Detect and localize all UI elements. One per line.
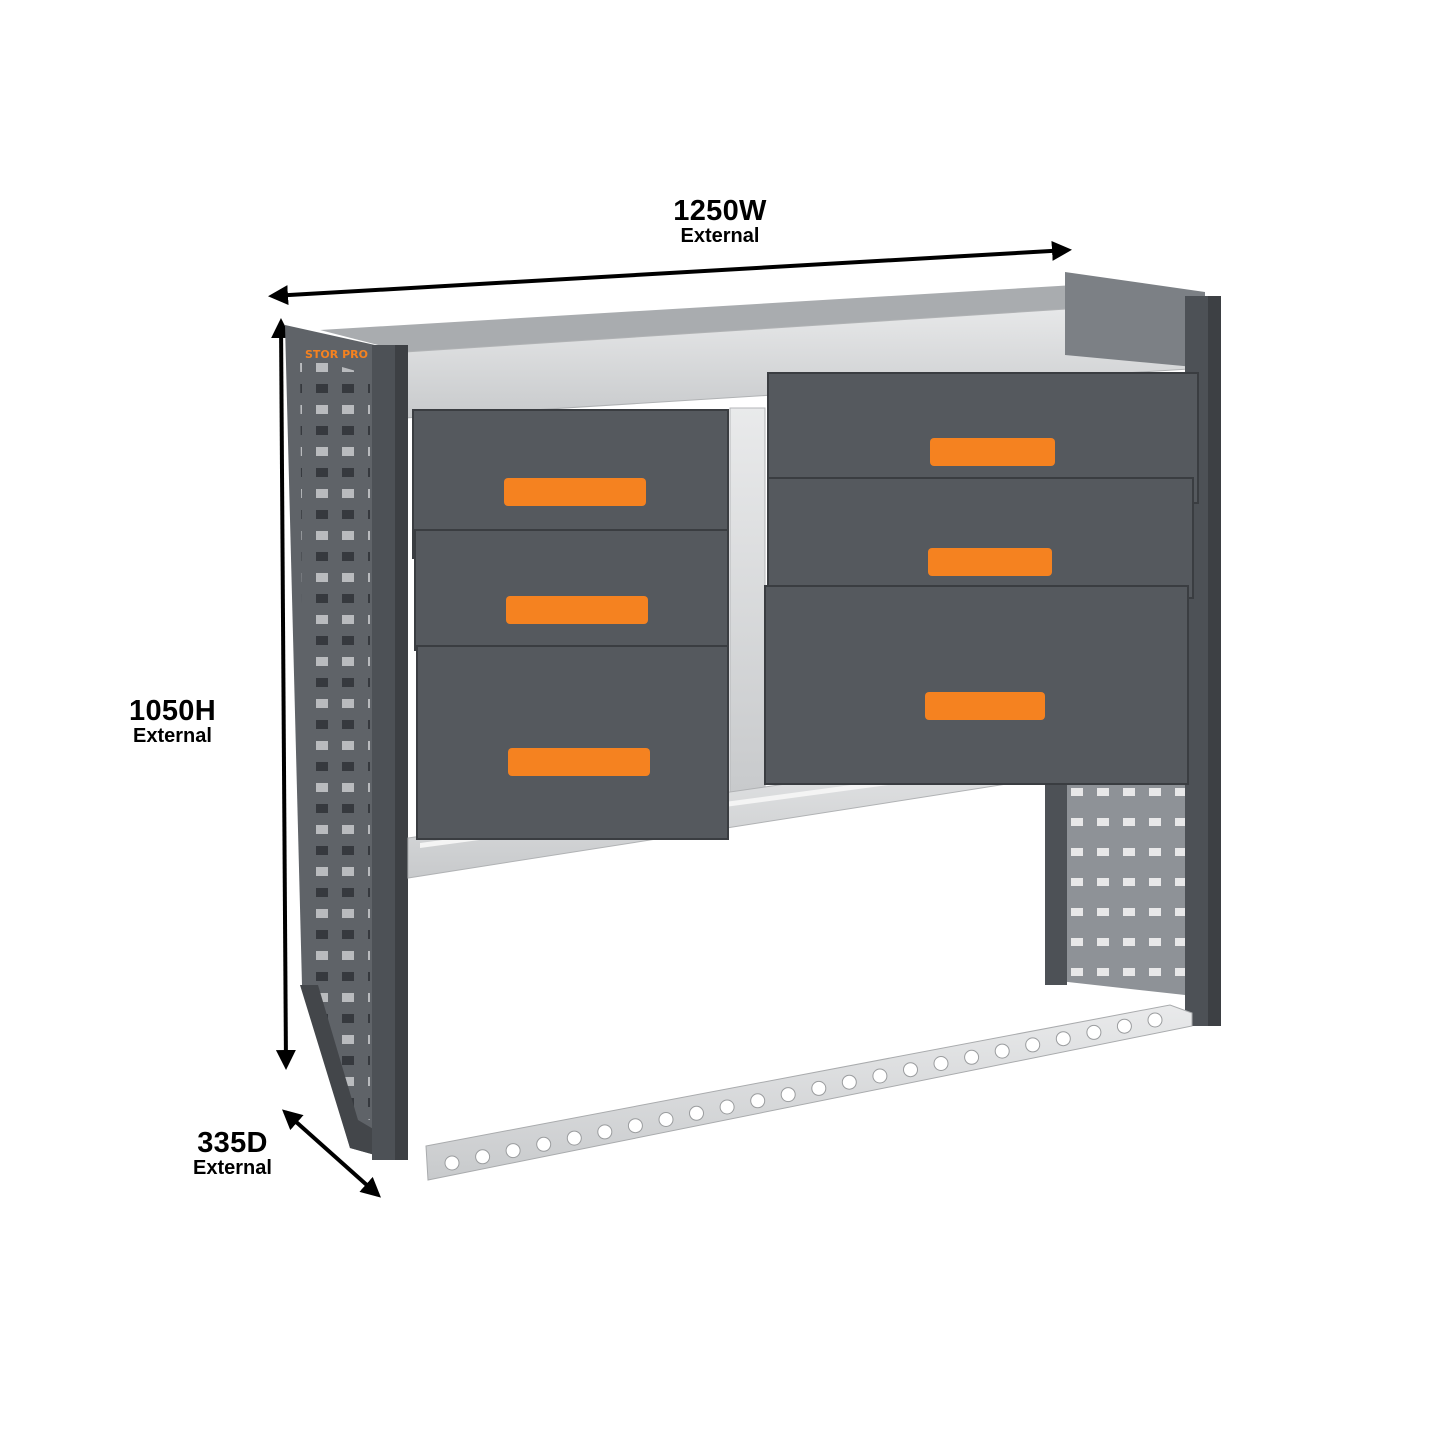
rail-hole <box>1086 1024 1102 1040</box>
rail-hole <box>841 1074 857 1090</box>
height-dimension-label: 1050H External <box>100 696 245 747</box>
left-side-panel: STOR PRO <box>285 325 375 1155</box>
left-upright <box>372 345 408 1160</box>
top-tray <box>320 272 1206 419</box>
rail-hole <box>903 1062 918 1078</box>
rail-holes <box>444 1012 1163 1171</box>
rail-hole <box>444 1155 460 1171</box>
drawer-handle[interactable] <box>506 596 648 624</box>
drawer-right-2[interactable] <box>767 477 1194 599</box>
drawer-left-2[interactable] <box>414 529 729 651</box>
drawer-handle[interactable] <box>930 438 1055 466</box>
brand-logo: STOR PRO <box>305 348 368 361</box>
rail-hole <box>994 1043 1010 1059</box>
rail-hole <box>872 1068 888 1084</box>
rail-hole <box>505 1143 521 1159</box>
rail-hole <box>964 1049 980 1065</box>
rail-hole <box>566 1130 582 1146</box>
rail-hole <box>1055 1031 1071 1047</box>
rail-hole <box>750 1093 766 1109</box>
rail-hole <box>536 1136 552 1152</box>
width-arrow <box>268 240 1072 306</box>
drawer-left-3[interactable] <box>416 645 729 840</box>
dimension-arrows <box>268 240 1072 1198</box>
height-arrow <box>271 318 296 1070</box>
depth-arrow <box>282 1109 381 1198</box>
right-side-panel <box>1045 752 1185 995</box>
drawer-handle[interactable] <box>508 748 650 776</box>
drawer-handle[interactable] <box>928 548 1052 576</box>
depth-caption: External <box>193 1157 272 1180</box>
drawer-handle[interactable] <box>925 692 1045 720</box>
left-drawer-stack <box>412 409 729 840</box>
rail-hole <box>719 1099 735 1115</box>
rail-hole <box>627 1118 643 1134</box>
height-caption: External <box>133 725 212 748</box>
rail-hole <box>1147 1012 1163 1028</box>
rail-hole <box>597 1124 613 1140</box>
rail-hole <box>811 1080 827 1096</box>
rail-hole <box>658 1112 674 1127</box>
width-value: 1250W <box>673 195 767 227</box>
rail-hole <box>1025 1037 1041 1053</box>
drawer-handle[interactable] <box>504 478 646 506</box>
rail-hole <box>1116 1018 1132 1034</box>
right-drawer-stack <box>764 372 1199 785</box>
depth-dimension-label: 335D External <box>160 1128 305 1179</box>
center-divider <box>729 407 766 794</box>
depth-value: 335D <box>197 1127 268 1159</box>
height-value: 1050H <box>129 695 216 727</box>
bottom-rail <box>425 1004 1193 1181</box>
rail-hole <box>689 1105 704 1121</box>
drawer-right-3[interactable] <box>764 585 1189 785</box>
rail-hole <box>780 1087 796 1103</box>
rail-hole <box>933 1056 949 1071</box>
rail-hole <box>475 1149 491 1165</box>
